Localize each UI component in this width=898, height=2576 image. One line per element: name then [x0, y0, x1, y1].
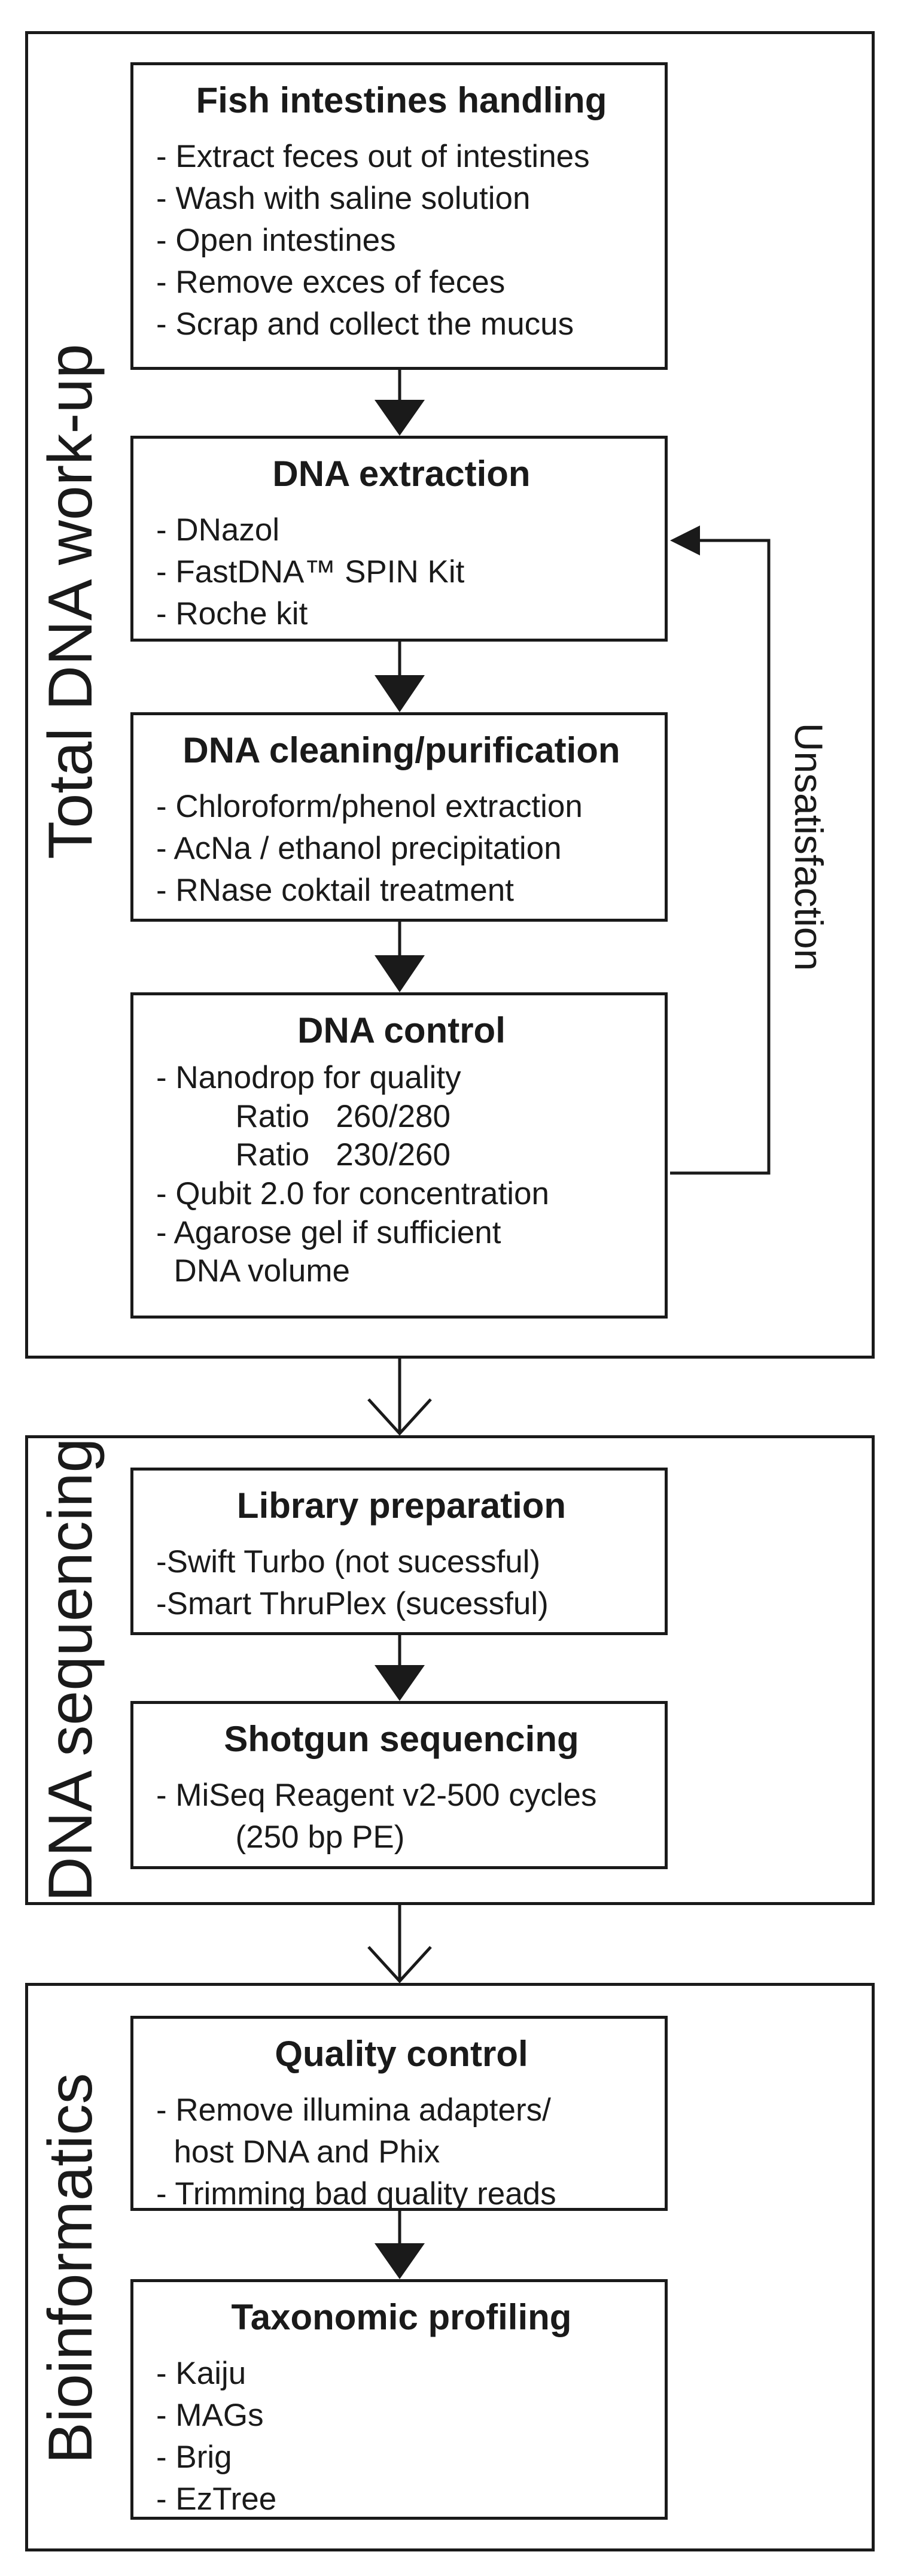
list-item: - Wash with saline solution: [156, 180, 531, 216]
items-extraction: - DNazol - FastDNA™ SPIN Kit - Roche kit: [156, 509, 647, 635]
items-cleaning: - Chloroform/phenol extraction - AcNa / …: [156, 786, 647, 912]
list-item: - Qubit 2.0 for concentration: [156, 1175, 549, 1211]
items-control: - Nanodrop for quality Ratio 260/280 Rat…: [156, 1059, 647, 1291]
arrowhead-workup-to-sequencing: [367, 1398, 432, 1436]
box-dna-cleaning: DNA cleaning/purification - Chloroform/p…: [130, 712, 668, 922]
section-label-workup: Total DNA work-up: [36, 344, 105, 859]
list-item: - Scrap and collect the mucus: [156, 306, 574, 342]
list-item: - Remove illumina adapters/: [156, 2092, 551, 2128]
items-quality: - Remove illumina adapters/ host DNA and…: [156, 2089, 647, 2215]
list-item: (250 bp PE): [156, 1819, 405, 1855]
list-item: - RNase coktail treatment: [156, 872, 514, 908]
arrowhead-sequencing-to-bioinformatics: [367, 1946, 432, 1983]
list-item: - Nanodrop for quality: [156, 1060, 461, 1095]
list-item: - Kaiju: [156, 2356, 246, 2391]
list-item: - Agarose gel if sufficient: [156, 1214, 501, 1250]
box-title-cleaning: DNA cleaning/purification: [182, 730, 620, 770]
box-title-fish: Fish intestines handling: [196, 80, 607, 120]
box-title-control: DNA control: [297, 1010, 506, 1050]
list-item: - Open intestines: [156, 222, 396, 258]
list-item: Ratio 230/260: [156, 1137, 451, 1173]
list-item: - DNazol: [156, 512, 280, 548]
list-item: Ratio 260/280: [156, 1098, 451, 1134]
box-title-shotgun: Shotgun sequencing: [224, 1719, 579, 1759]
feedback-label-unsatisfaction: Unsatisfaction: [787, 722, 831, 971]
list-item: -Smart ThruPlex (sucessful): [156, 1585, 549, 1621]
section-label-sequencing: DNA sequencing: [36, 1438, 105, 1902]
list-item: - Extract feces out of intestines: [156, 139, 590, 174]
list-item: - Roche kit: [156, 596, 308, 631]
list-item: - Brig: [156, 2439, 232, 2475]
box-taxonomic-profiling: Taxonomic profiling - Kaiju - MAGs - Bri…: [130, 2279, 668, 2520]
list-item: - EzTree: [156, 2481, 277, 2517]
box-title-quality: Quality control: [275, 2034, 528, 2074]
list-item: -Swift Turbo (not sucessful): [156, 1544, 541, 1579]
box-library-preparation: Library preparation -Swift Turbo (not su…: [130, 1468, 668, 1635]
list-item: host DNA and Phix: [156, 2134, 440, 2170]
box-dna-control: DNA control - Nanodrop for quality Ratio…: [130, 992, 668, 1319]
box-fish-intestines-handling: Fish intestines handling - Extract feces…: [130, 62, 668, 370]
box-shotgun-sequencing: Shotgun sequencing - MiSeq Reagent v2-50…: [130, 1701, 668, 1869]
list-item: - Chloroform/phenol extraction: [156, 789, 583, 824]
items-fish: - Extract feces out of intestines - Wash…: [156, 136, 647, 345]
list-item: DNA volume: [156, 1253, 351, 1289]
box-dna-extraction: DNA extraction - DNazol - FastDNA™ SPIN …: [130, 436, 668, 642]
list-item: - MAGs: [156, 2397, 264, 2433]
box-title-library: Library preparation: [236, 1486, 567, 1526]
items-taxonomic: - Kaiju - MAGs - Brig - EzTree: [156, 2353, 647, 2520]
list-item: - MiSeq Reagent v2-500 cycles: [156, 1778, 597, 1813]
list-item: - AcNa / ethanol precipitation: [156, 830, 562, 866]
items-shotgun: - MiSeq Reagent v2-500 cycles (250 bp PE…: [156, 1775, 647, 1858]
box-title-extraction: DNA extraction: [272, 454, 531, 494]
list-item: - Trimming bad quality reads: [156, 2176, 556, 2212]
items-library: -Swift Turbo (not sucessful) -Smart Thru…: [156, 1541, 647, 1625]
list-item: - Remove exces of feces: [156, 264, 506, 300]
box-title-taxonomic: Taxonomic profiling: [231, 2297, 572, 2337]
list-item: - FastDNA™ SPIN Kit: [156, 554, 465, 590]
box-quality-control: Quality control - Remove illumina adapte…: [130, 2016, 668, 2212]
section-label-bioinformatics: Bioinformatics: [36, 2073, 105, 2464]
